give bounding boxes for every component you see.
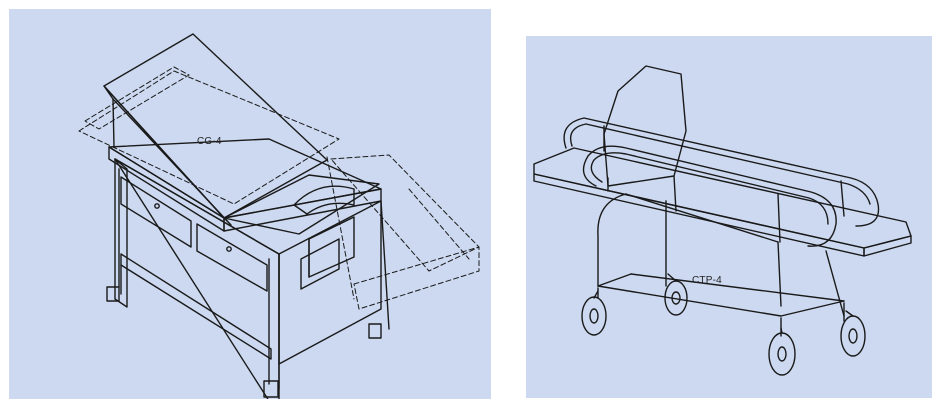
stretcher-model-label: CTP-4 [692,275,722,286]
exam-table-model-label: CG-4 [197,136,222,147]
exam-table-drawing [78,33,480,399]
exam-table-panel: CG-4 [9,9,491,399]
stretcher-panel: CTP-4 [526,36,932,398]
stretcher-drawing [533,65,912,376]
